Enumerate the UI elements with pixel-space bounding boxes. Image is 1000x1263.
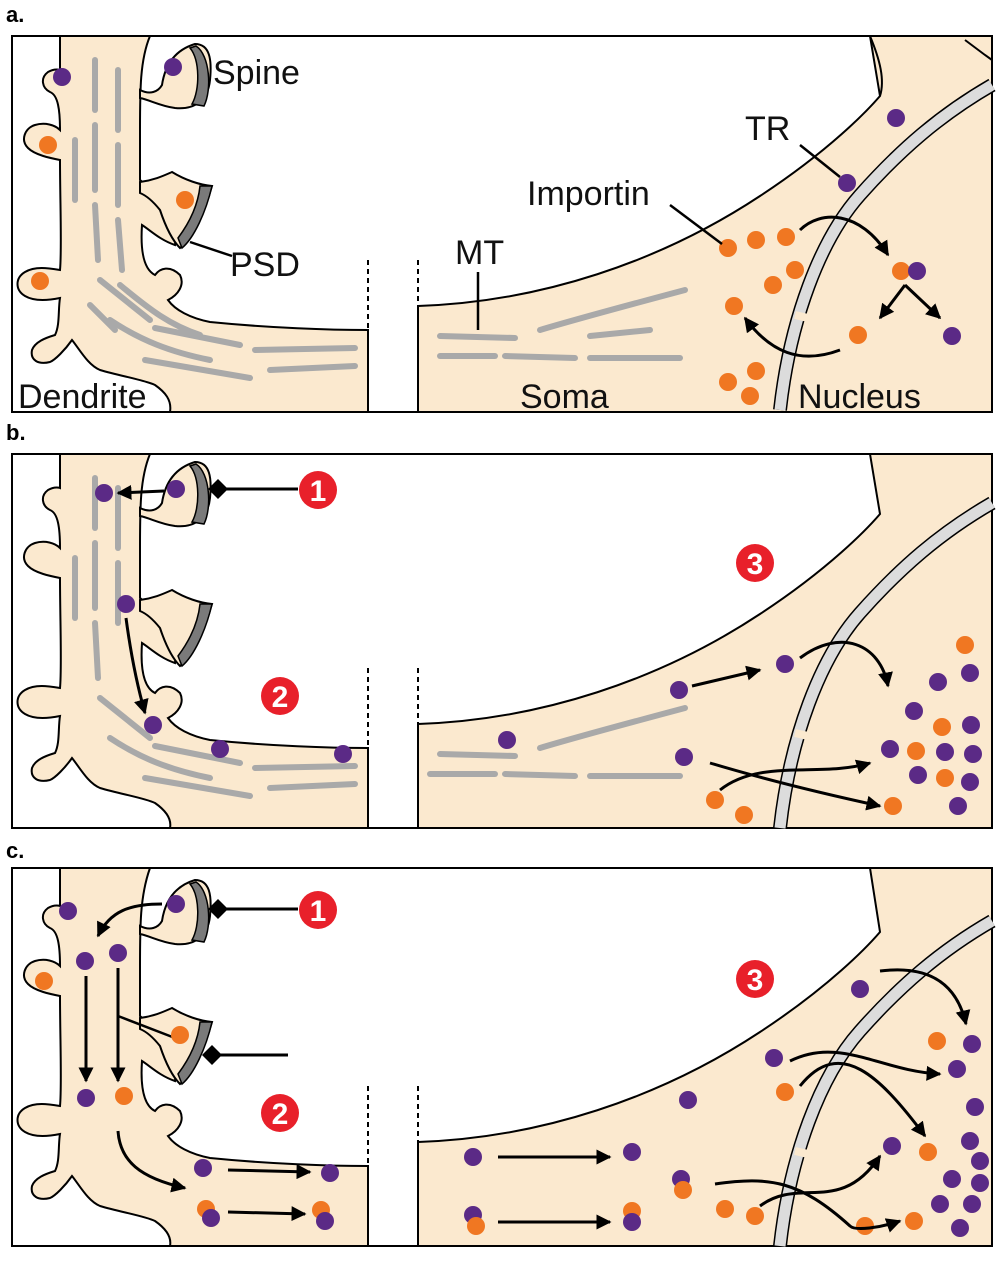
panel-c-arrows — [78, 902, 971, 1233]
psd-1 — [188, 45, 210, 107]
label-tr: TR — [745, 110, 790, 148]
panel-a-letter: a. — [6, 2, 25, 27]
soma-microtubules — [437, 287, 688, 361]
spine-head-1 — [139, 42, 212, 110]
step-1-badge: 1 — [299, 471, 337, 509]
nuclear-envelope — [773, 78, 996, 411]
svg-text:2: 2 — [272, 1098, 289, 1131]
panel-c-molecules — [35, 895, 989, 1237]
panel-c-letter: c. — [6, 838, 25, 863]
label-mt: MT — [455, 234, 504, 272]
panel-c: 1 2 3 — [11, 867, 996, 1247]
label-dendrite: Dendrite — [18, 378, 147, 416]
svg-text:3: 3 — [747, 548, 764, 581]
step-3-badge: 3 — [736, 544, 774, 582]
step-1-pointer — [208, 479, 298, 499]
step-1-badge-c: 1 — [299, 891, 337, 929]
panel-a-molecules — [31, 58, 961, 405]
label-spine: Spine — [213, 54, 300, 92]
dendrite-microtubules — [72, 57, 358, 381]
psd-2 — [177, 185, 213, 250]
svg-text:1: 1 — [310, 475, 327, 508]
step-2-badge: 2 — [261, 677, 299, 715]
label-psd: PSD — [230, 246, 300, 284]
label-nucleus: Nucleus — [798, 378, 921, 416]
svg-text:2: 2 — [272, 681, 289, 714]
svg-text:1: 1 — [310, 895, 327, 928]
step-3-badge-c: 3 — [736, 960, 774, 998]
step-2-badge-c: 2 — [261, 1094, 299, 1132]
svg-text:3: 3 — [747, 964, 764, 997]
label-importin: Importin — [527, 175, 650, 213]
panel-b: 1 2 3 — [11, 453, 996, 829]
panel-a-arrows — [743, 215, 942, 358]
label-soma: Soma — [520, 378, 609, 416]
soma-body — [417, 35, 993, 413]
panel-b-molecules — [95, 480, 982, 824]
panel-b-arrows — [116, 484, 893, 811]
panel-b-letter: b. — [6, 420, 26, 445]
panel-a: Spine PSD Dendrite MT Importin TR Soma N… — [11, 35, 996, 416]
